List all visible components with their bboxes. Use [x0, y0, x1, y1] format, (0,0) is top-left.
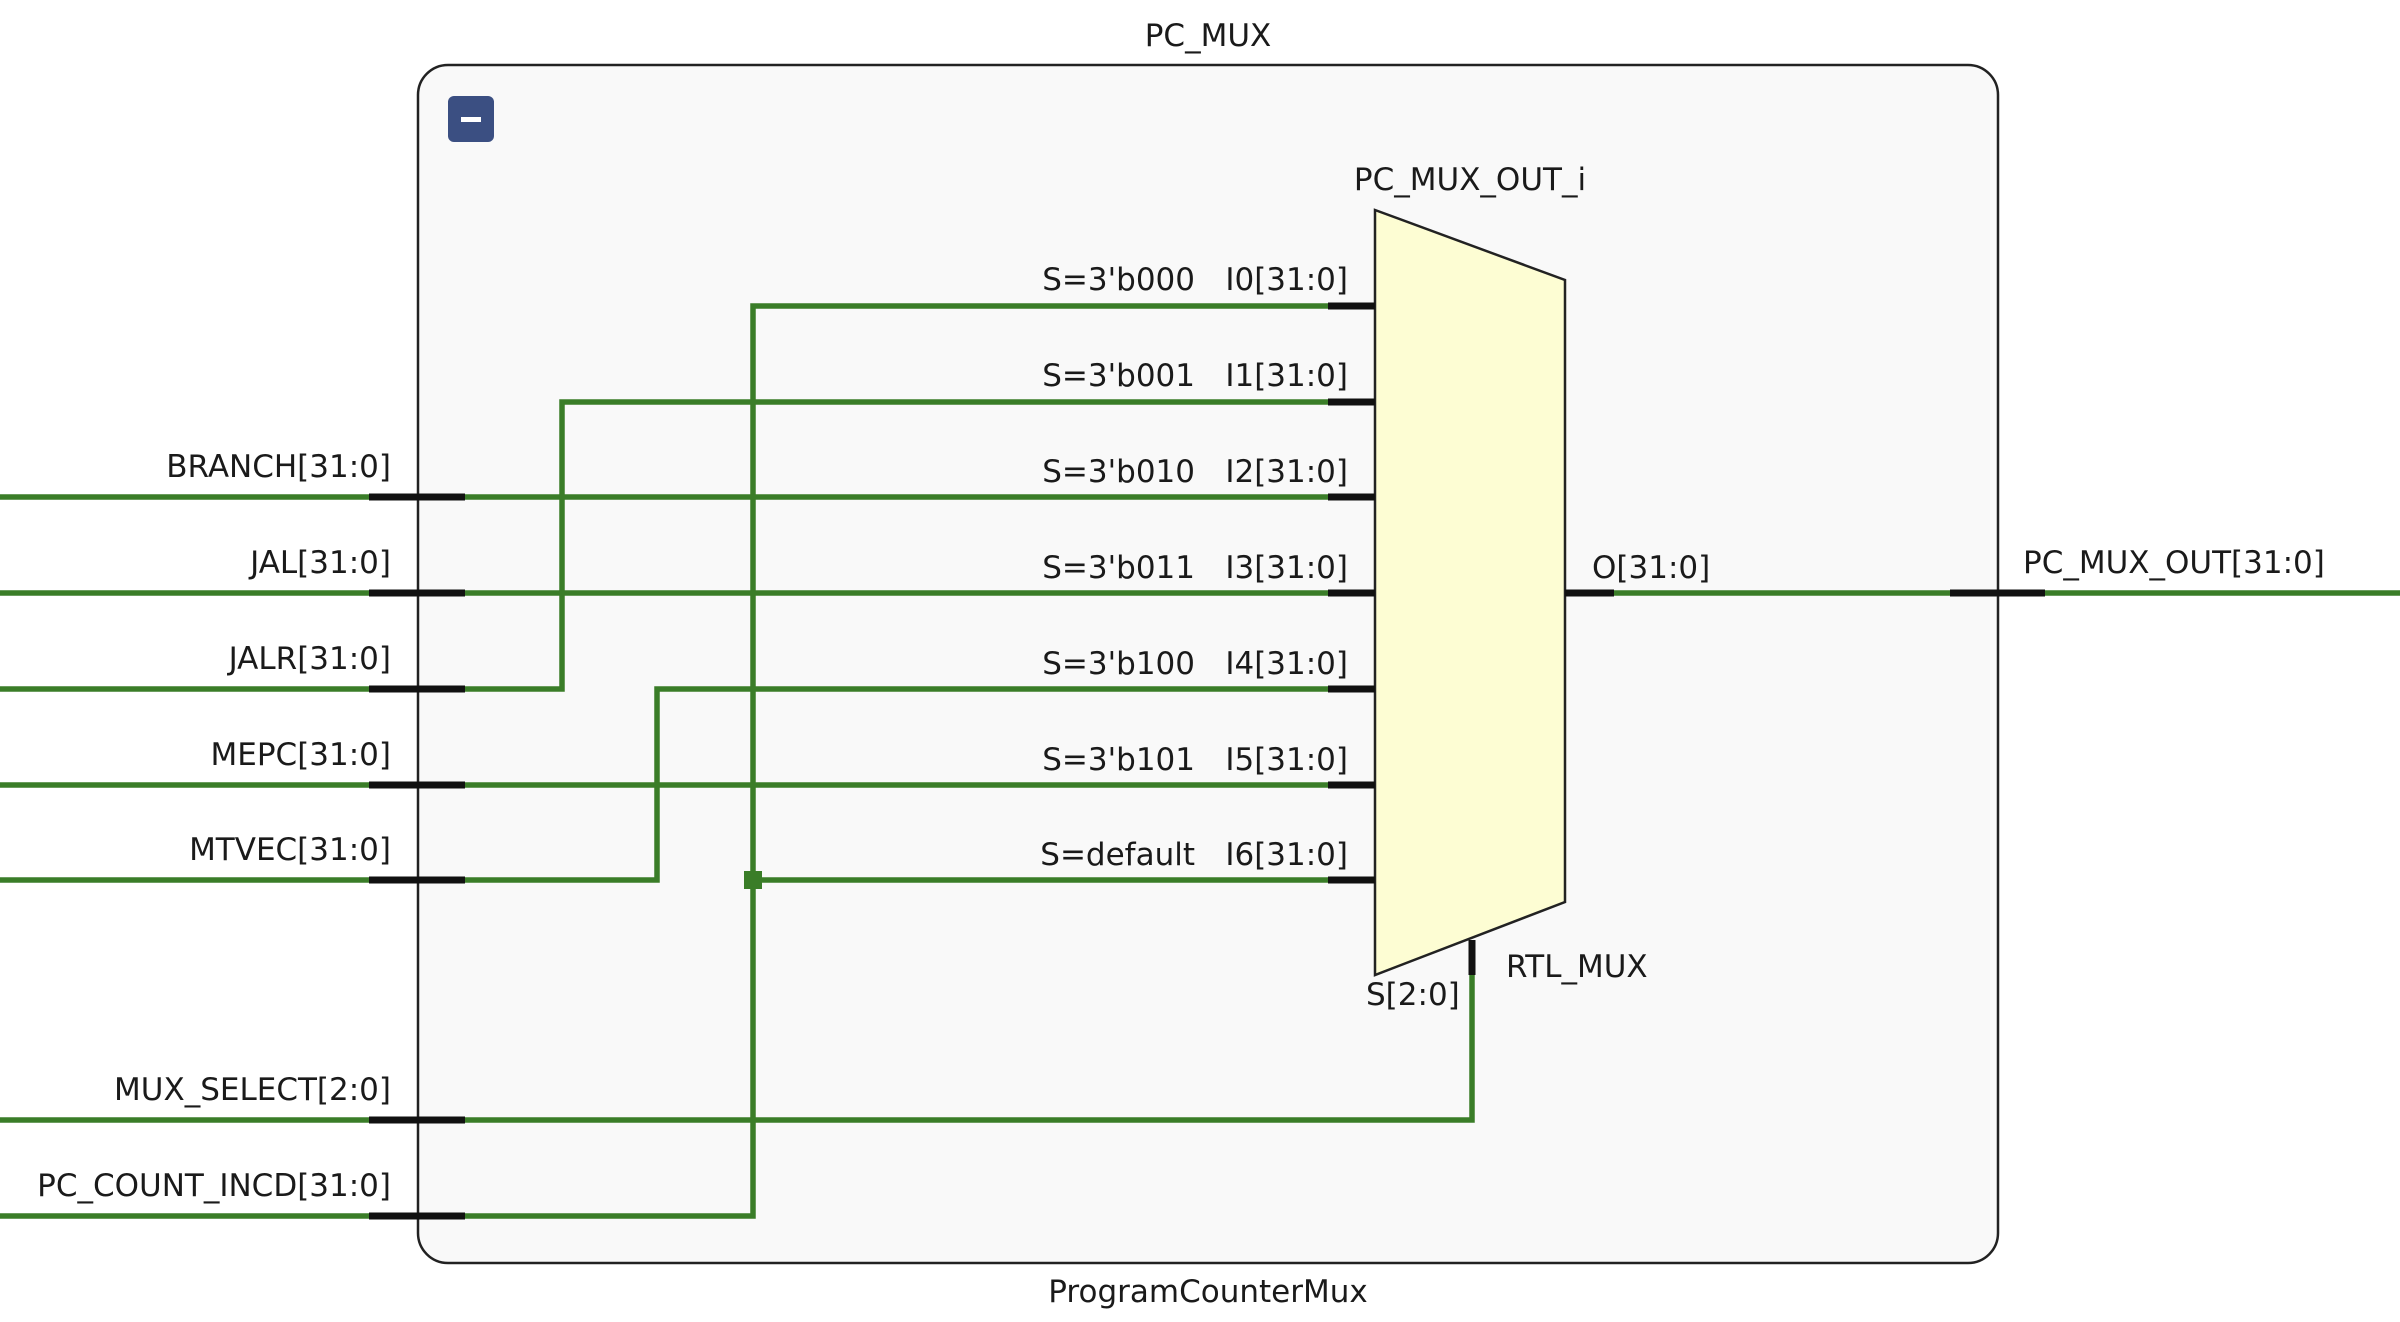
net-junction-dot: [744, 871, 762, 889]
port-label-jalr: JALR[31:0]: [227, 641, 391, 677]
mux-select-value-4: S=3'b100: [1042, 646, 1195, 682]
mux-select-value-5: S=3'b101: [1042, 742, 1195, 778]
mux-pin-label-i4: I4[31:0]: [1225, 646, 1348, 682]
module-instance-name: PC_MUX: [1145, 18, 1272, 54]
mux-select-value-1: S=3'b001: [1042, 358, 1195, 394]
mux-pin-label-i0: I0[31:0]: [1225, 262, 1348, 298]
mux-pin-label-i3: I3[31:0]: [1225, 550, 1348, 586]
mux-pin-label-i1: I1[31:0]: [1225, 358, 1348, 394]
net-mux-select[interactable]: [0, 972, 1475, 1123]
port-label-pc-mux-out: PC_MUX_OUT[31:0]: [2023, 545, 2325, 581]
minus-icon: [461, 117, 481, 122]
module-boundary[interactable]: [416, 63, 2000, 1265]
port-label-mux-select: MUX_SELECT[2:0]: [114, 1072, 391, 1108]
mux-pin-label-o: O[31:0]: [1592, 550, 1710, 586]
port-label-jal: JAL[31:0]: [248, 545, 391, 581]
mux-body[interactable]: [1373, 208, 1567, 977]
port-label-mepc: MEPC[31:0]: [211, 737, 391, 773]
mux-pin-label-s: S[2:0]: [1366, 977, 1460, 1013]
mux-pin-label-i2: I2[31:0]: [1225, 454, 1348, 490]
port-label-pc-count-incd: PC_COUNT_INCD[31:0]: [37, 1168, 391, 1204]
net-jalr[interactable]: [0, 399, 1331, 692]
mux-select-value-2: S=3'b010: [1042, 454, 1195, 490]
mux-select-value-6: S=default: [1040, 837, 1195, 873]
port-label-mtvec: MTVEC[31:0]: [189, 832, 391, 868]
mux-cell-type: RTL_MUX: [1506, 949, 1648, 985]
rtl-mux-cell[interactable]: [1373, 208, 1567, 977]
mux-select-value-0: S=3'b000: [1042, 262, 1195, 298]
mux-pin-label-i5: I5[31:0]: [1225, 742, 1348, 778]
mux-instance-name: PC_MUX_OUT_i: [1354, 162, 1586, 198]
port-label-branch: BRANCH[31:0]: [166, 449, 391, 485]
mux-pin-label-i6: I6[31:0]: [1225, 837, 1348, 873]
module-type-name: ProgramCounterMux: [1048, 1274, 1367, 1310]
collapse-button[interactable]: [448, 96, 494, 142]
mux-select-value-3: S=3'b011: [1042, 550, 1195, 586]
